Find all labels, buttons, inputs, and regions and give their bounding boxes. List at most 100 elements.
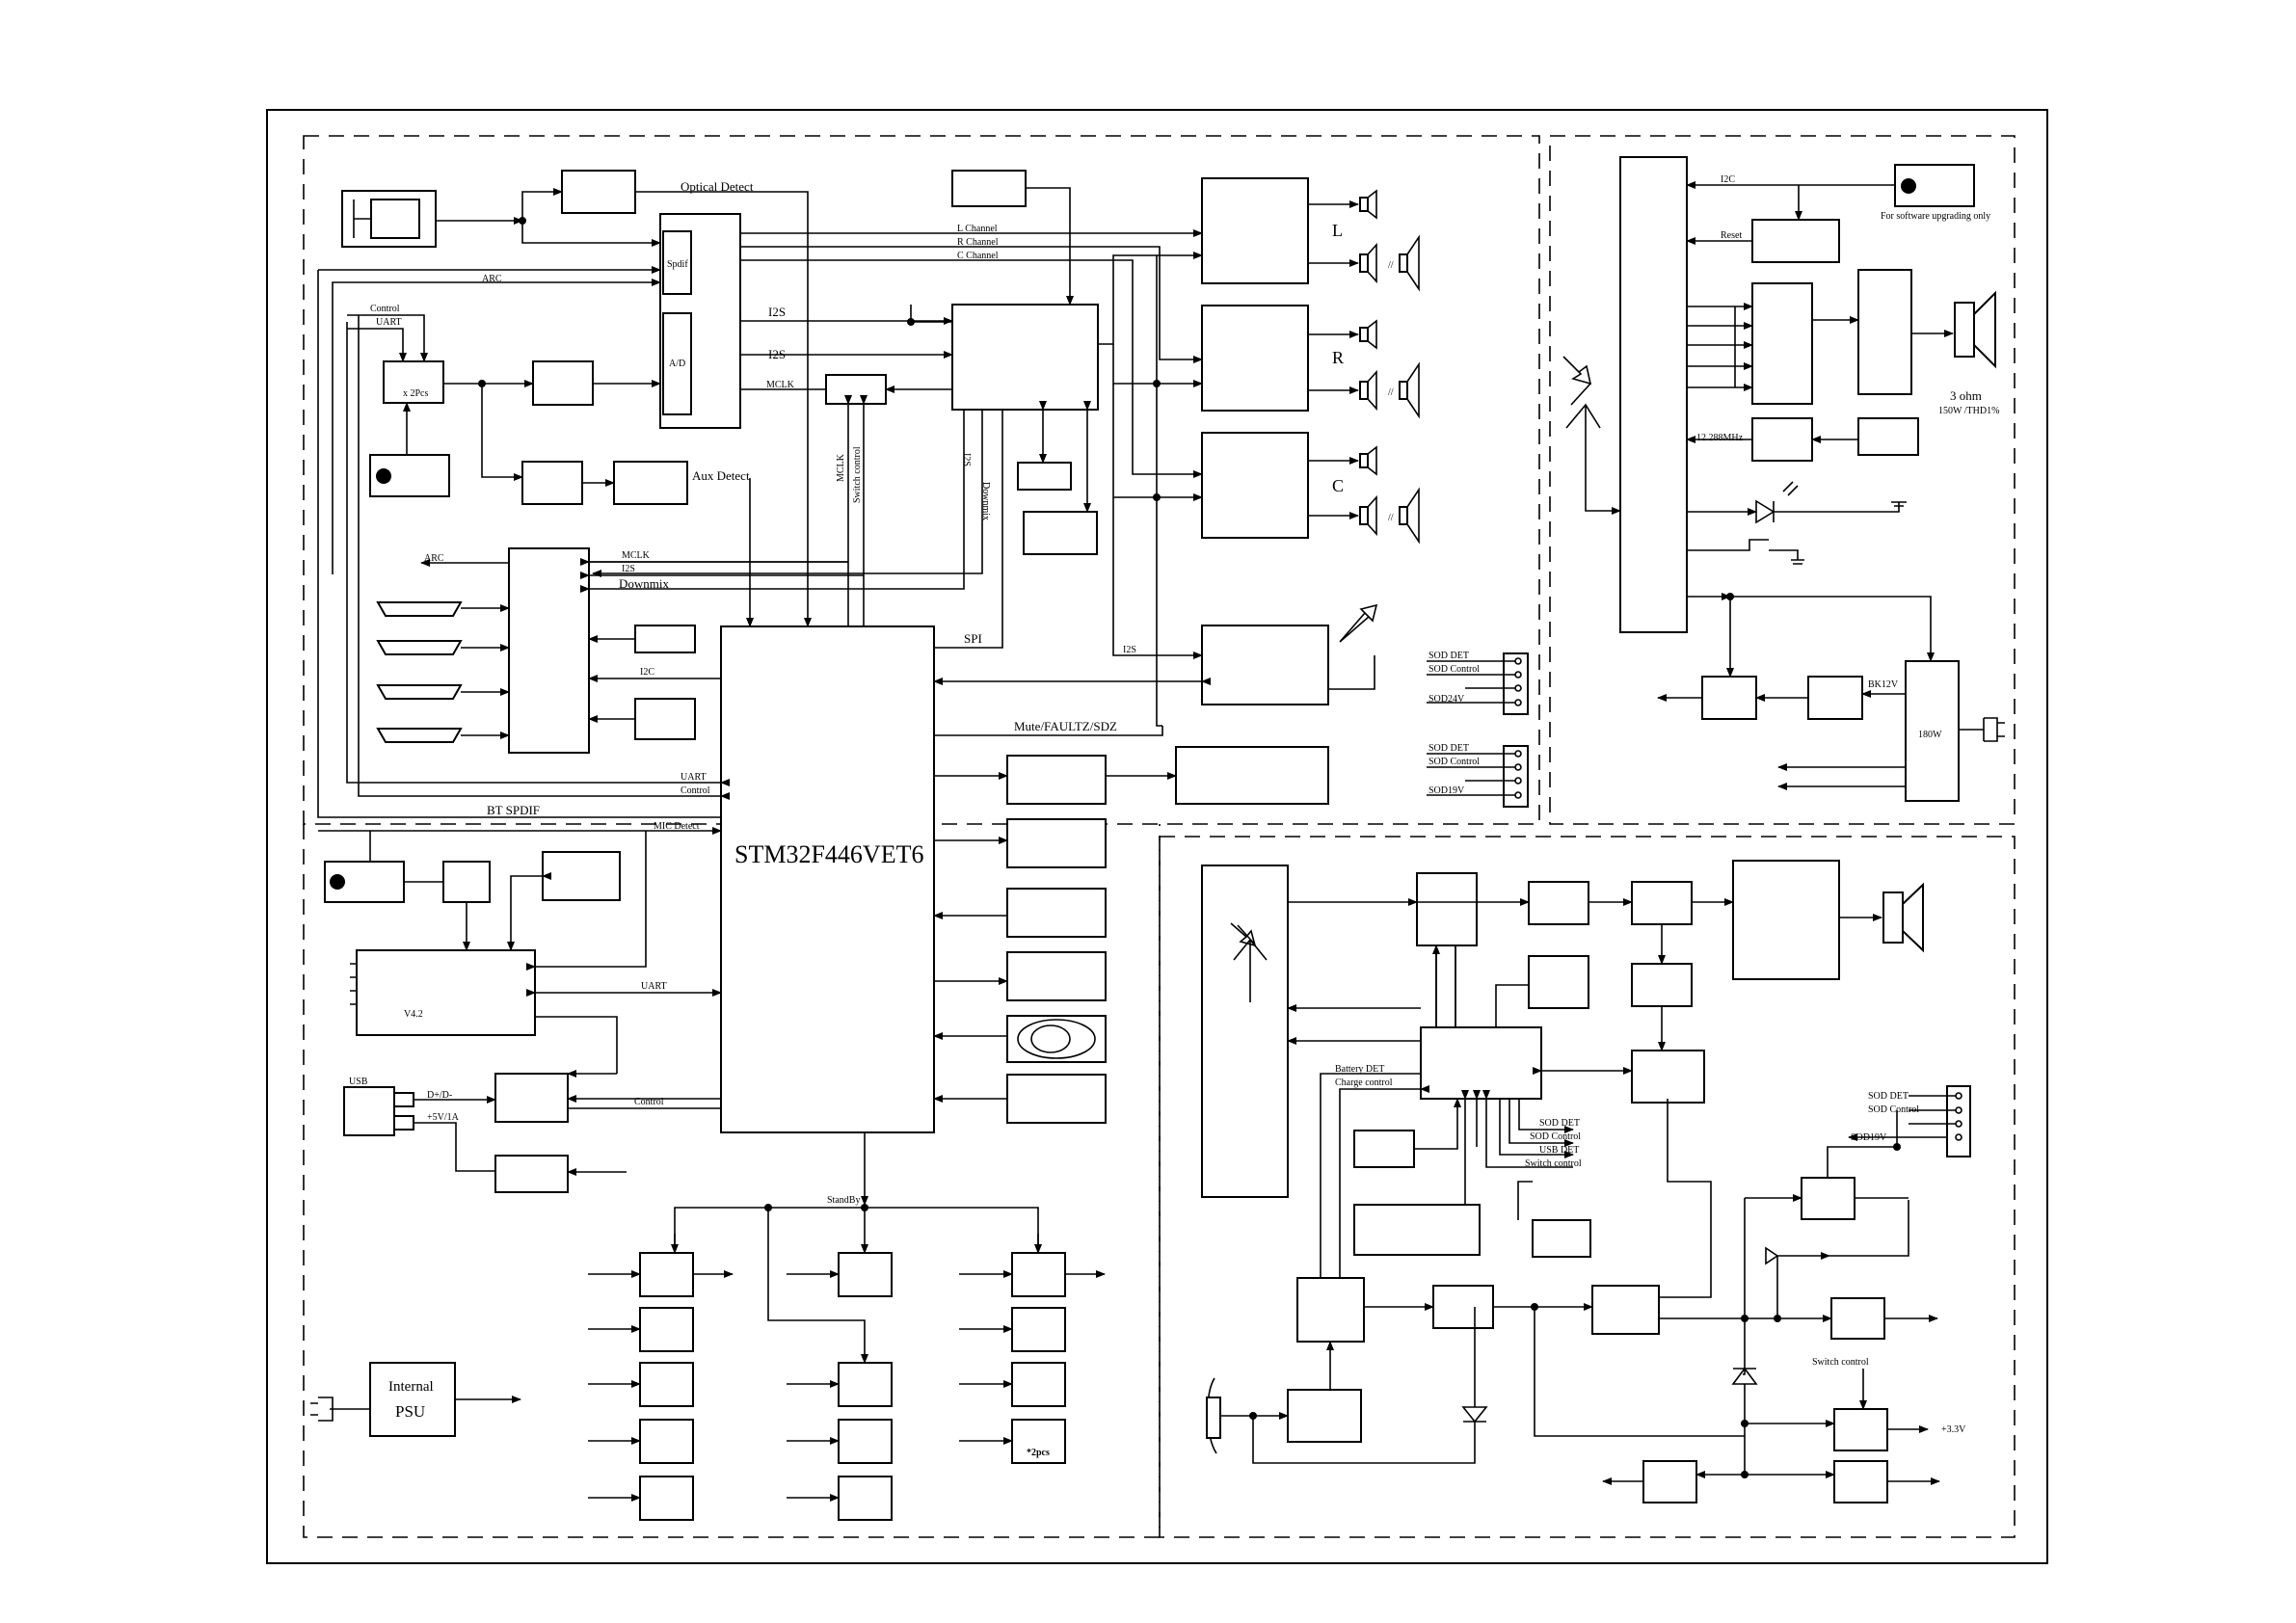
wire [1112, 344, 1203, 387]
wire [1973, 290, 1996, 369]
wire [1435, 945, 1456, 1027]
block [1642, 1460, 1697, 1503]
wire [1959, 717, 2005, 742]
wire [376, 684, 463, 700]
wire [1659, 1099, 1712, 1298]
wire [481, 384, 523, 481]
wire [1765, 1246, 1779, 1265]
signal-label: SOD Control [1868, 1104, 1919, 1115]
wire [1482, 1090, 1573, 1168]
wire [1367, 319, 1377, 350]
block [1528, 881, 1589, 925]
wire [1328, 655, 1375, 690]
signal-label: UART [681, 772, 707, 783]
wire [934, 726, 1163, 736]
top-dac [951, 170, 1027, 207]
block [1206, 1397, 1221, 1439]
internal-psu [369, 1362, 456, 1437]
bt-sub-module [1201, 865, 1289, 1198]
wire [1233, 924, 1268, 1002]
signal-label: Control [634, 1097, 664, 1107]
block [1006, 755, 1107, 805]
wire [1112, 497, 1203, 659]
signal-label: ARC [482, 274, 502, 284]
signal-label: +5V/1A [427, 1112, 460, 1123]
block [639, 1252, 694, 1297]
signal-label: USB DET [1539, 1145, 1579, 1156]
block [1631, 1050, 1705, 1104]
standby-column-1 [588, 1252, 734, 1521]
signal-label: SOD Control [1428, 664, 1480, 675]
wire [767, 1208, 868, 1364]
subwoofer [1954, 290, 1996, 369]
block [1830, 1297, 1885, 1340]
wire [1495, 984, 1529, 1027]
wire [1755, 499, 1775, 524]
block [1631, 963, 1693, 1007]
block [838, 1362, 893, 1407]
block [662, 230, 692, 295]
wireless-module [1201, 625, 1329, 705]
signal-label: V4.2 [404, 1009, 423, 1020]
speaker-group-c: // C [1308, 445, 1420, 545]
signal-label: D+/D- [427, 1090, 452, 1101]
signal-label: L Channel [957, 224, 998, 234]
block [838, 1419, 893, 1464]
block [1833, 1460, 1888, 1503]
signal-label: Control [370, 304, 400, 314]
wire [1098, 252, 1203, 345]
block [494, 1155, 569, 1193]
usb-c-connector [1206, 1377, 1221, 1454]
wire [1508, 1099, 1574, 1147]
block [1631, 881, 1693, 925]
block [1399, 506, 1408, 525]
block [1857, 417, 1919, 456]
block [1528, 955, 1589, 1009]
speaker-group-l: // L [1308, 189, 1420, 292]
signal-label: BK12V [1868, 679, 1899, 690]
signal-label: C Channel [957, 251, 999, 261]
block [1359, 327, 1369, 342]
signal-label: A/D [669, 359, 685, 369]
block [1751, 417, 1813, 462]
wire [1427, 753, 1515, 796]
signal-label: Switch control [852, 446, 863, 503]
block [1011, 1362, 1066, 1407]
wire [1339, 603, 1378, 643]
signal-label: StandBy [827, 1195, 860, 1206]
aux-detect-comparator [521, 461, 583, 505]
block [1701, 676, 1757, 720]
signal-label: Charge control [1335, 1078, 1393, 1088]
psu-180w [1905, 660, 1960, 802]
wire [1517, 1181, 1533, 1220]
signal-label: SOD DET [1428, 651, 1469, 661]
signal-label: 180W [1918, 730, 1942, 740]
wire [910, 305, 952, 323]
optical-receiver [561, 170, 636, 214]
signal-label: +3.3V [1941, 1424, 1966, 1435]
signal-label: I2S [768, 305, 786, 319]
signal-label: I2C [640, 667, 654, 678]
signal-label: SOD Control [1428, 757, 1480, 767]
wire [740, 259, 1203, 478]
block [1359, 197, 1369, 212]
block [442, 861, 491, 903]
wire [1406, 361, 1420, 419]
main-board-lower-region [303, 824, 1161, 1538]
block [1359, 381, 1369, 400]
wire [580, 410, 965, 593]
block [542, 851, 621, 901]
wire [1406, 234, 1420, 292]
signal-label: I2S [622, 564, 635, 574]
aux-detect-block [613, 461, 688, 505]
wire [1367, 369, 1377, 412]
amp-dsp [1751, 282, 1813, 405]
bt-module [356, 949, 536, 1036]
wire [1367, 494, 1377, 537]
signal-label: Battery DET [1335, 1064, 1384, 1075]
wire [1743, 1198, 1746, 1375]
junction-dot [907, 318, 915, 326]
standby-column-3: *2pcs [959, 1252, 1106, 1464]
wire [376, 601, 463, 617]
mcu-label: STM32F446VET6 [734, 840, 923, 868]
